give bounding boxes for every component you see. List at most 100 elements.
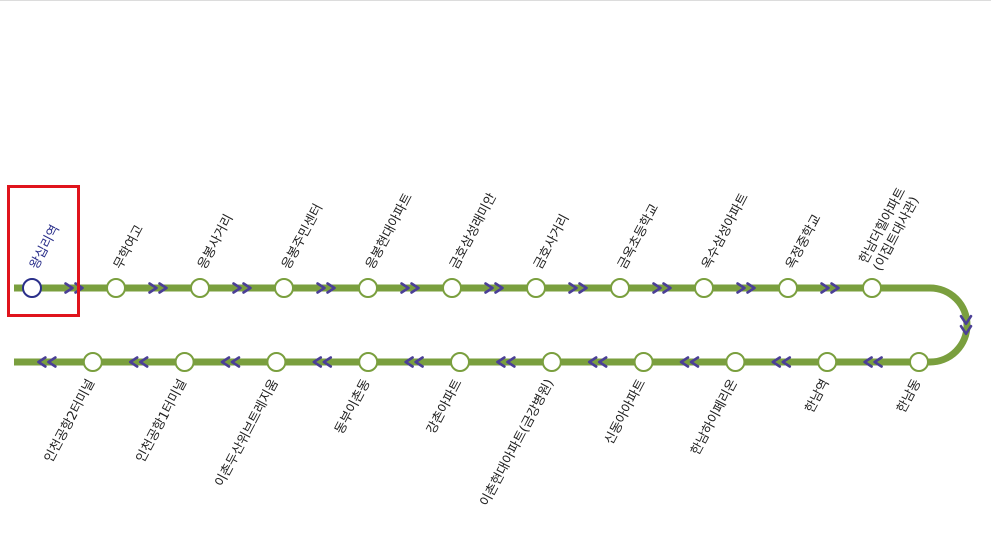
direction-arrow-icon (316, 282, 336, 294)
stop-marker[interactable] (82, 352, 103, 372)
stop-name-line: 무학여고 (111, 223, 147, 272)
stop-marker[interactable] (725, 352, 746, 372)
direction-arrow-icon (652, 282, 672, 294)
stop-name[interactable]: 한남역 (803, 377, 833, 416)
direction-arrow-icon (484, 282, 504, 294)
stop-name-line: 응봉주민센터 (279, 201, 326, 271)
stop-name-line: 금호사거리 (531, 212, 572, 272)
direction-arrow-icon (128, 356, 149, 368)
stop-name-line: 한남역 (803, 377, 833, 416)
direction-arrow-icon (568, 282, 588, 294)
stop-marker[interactable] (358, 352, 379, 372)
stop-name[interactable]: 금호사거리 (531, 212, 572, 272)
stop-marker[interactable] (274, 278, 294, 298)
stop-name-line: 한남하이페리온 (688, 377, 741, 458)
stop-name[interactable]: 무학여고 (111, 223, 147, 272)
stop-marker[interactable] (22, 278, 42, 298)
route-line (14, 284, 971, 366)
stop-name-line: 금호삼성래미안 (447, 191, 500, 272)
stop-name-line: 옥수삼성아파트 (699, 191, 752, 272)
bus-stop[interactable]: 금호삼성래미안 (442, 191, 500, 298)
stop-name-line: 강촌아파트 (424, 377, 465, 437)
stop-name-line: 동부이촌동 (332, 377, 373, 437)
bus-stop[interactable]: 강촌아파트 (424, 352, 470, 437)
stop-name[interactable]: 인천공항2터미널 (42, 377, 98, 465)
bus-stop[interactable]: 인천공항2터미널 (42, 352, 103, 465)
stop-marker[interactable] (442, 278, 462, 298)
stop-marker[interactable] (862, 278, 882, 298)
bus-stop[interactable]: 응봉현대아파트 (358, 191, 416, 298)
stop-name[interactable]: 응봉현대아파트 (363, 191, 416, 272)
stop-marker[interactable] (266, 352, 287, 372)
stop-marker[interactable] (778, 278, 798, 298)
stop-name[interactable]: 이촌두산위브트레지움 (213, 377, 282, 490)
direction-arrow-icon (959, 314, 973, 336)
stop-marker[interactable] (610, 278, 630, 298)
stop-marker[interactable] (541, 352, 562, 372)
stop-name-line: 한남동 (894, 377, 924, 416)
stop-name-line: 금옥초등학교 (615, 201, 662, 271)
direction-arrow-icon (736, 282, 756, 294)
direction-arrow-icon (400, 282, 420, 294)
bus-stop[interactable]: 금호사거리 (526, 212, 573, 298)
stop-marker[interactable] (190, 278, 210, 298)
stop-marker[interactable] (358, 278, 378, 298)
stop-name-line: 이촌두산위브트레지움 (213, 377, 282, 490)
route-line-turn (929, 284, 971, 366)
bus-stop[interactable]: 응봉사거리 (190, 212, 237, 298)
stop-name[interactable]: 응봉사거리 (195, 212, 236, 272)
stop-name[interactable]: 한남더힐아파트(이집트대사관) (857, 185, 924, 274)
stop-marker[interactable] (817, 352, 838, 372)
bus-stop[interactable]: 인천공항1터미널 (134, 352, 195, 465)
stop-name[interactable]: 옥정중학교 (783, 212, 824, 272)
stop-name-line: 옥정중학교 (783, 212, 824, 272)
stop-name-line: 응봉현대아파트 (363, 191, 416, 272)
stop-name[interactable]: 금호삼성래미안 (447, 191, 500, 272)
direction-arrow-icon (220, 356, 241, 368)
stop-marker[interactable] (909, 352, 929, 372)
stop-name[interactable]: 한남동 (894, 377, 924, 416)
stop-name[interactable]: 이촌현대아파트(금강병원) (478, 377, 558, 509)
direction-arrow-icon (312, 356, 333, 368)
direction-arrow-icon (587, 356, 608, 368)
stop-name[interactable]: 인천공항1터미널 (134, 377, 190, 465)
bus-stop[interactable]: 동부이촌동 (332, 352, 379, 437)
bus-stop[interactable]: 옥수삼성아파트 (694, 191, 752, 298)
direction-arrow-icon (679, 356, 700, 368)
bus-stop[interactable]: 신동아아파트 (602, 352, 654, 447)
direction-arrow-icon (404, 356, 424, 368)
direction-arrow-icon (232, 282, 252, 294)
stop-name[interactable]: 동부이촌동 (332, 377, 373, 437)
stop-name[interactable]: 신동아아파트 (602, 377, 649, 447)
stop-name[interactable]: 옥수삼성아파트 (699, 191, 752, 272)
stop-name-line: 응봉사거리 (195, 212, 236, 272)
stop-marker[interactable] (450, 352, 470, 372)
bus-stop[interactable]: 이촌현대아파트(금강병원) (478, 352, 562, 509)
direction-arrow-icon (863, 356, 883, 368)
stop-name[interactable]: 한남하이페리온 (688, 377, 741, 458)
bus-stop[interactable]: 한남하이페리온 (688, 352, 746, 458)
stop-marker[interactable] (174, 352, 195, 372)
direction-arrow-icon (148, 282, 168, 294)
stop-name-line: 인천공항1터미널 (134, 377, 190, 465)
current-stop-highlight (7, 185, 80, 317)
top-divider (0, 0, 991, 1)
stop-marker[interactable] (694, 278, 714, 298)
stop-name[interactable]: 금옥초등학교 (615, 201, 662, 271)
direction-arrow-icon (771, 356, 792, 368)
stop-name-line: 이촌현대아파트(금강병원) (478, 377, 558, 509)
direction-arrow-icon (496, 356, 516, 368)
stop-marker[interactable] (633, 352, 654, 372)
stop-name-line: 신동아아파트 (602, 377, 649, 447)
bus-stop[interactable]: 이촌두산위브트레지움 (213, 352, 287, 490)
bus-stop[interactable]: 옥정중학교 (778, 212, 825, 298)
stop-name[interactable]: 응봉주민센터 (279, 201, 326, 271)
stop-name-line: 인천공항2터미널 (42, 377, 98, 465)
stop-marker[interactable] (526, 278, 546, 298)
direction-arrow-icon (37, 356, 57, 368)
stop-marker[interactable] (106, 278, 126, 298)
bus-stop[interactable]: 한남더힐아파트(이집트대사관) (857, 185, 924, 298)
stop-name[interactable]: 강촌아파트 (424, 377, 465, 437)
